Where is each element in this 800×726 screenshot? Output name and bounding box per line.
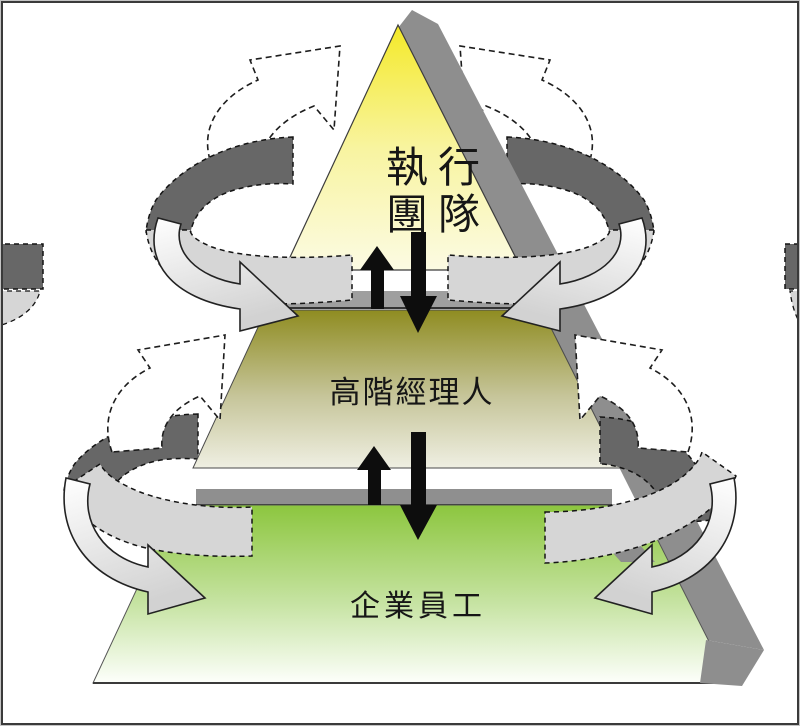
tier-bottom-shadow-bar — [196, 489, 612, 506]
tier-top-label: 執行 團隊 — [323, 144, 543, 238]
tier-top-shape — [283, 23, 523, 271]
pyramid-shadow-tip — [700, 640, 764, 686]
exchange-arrows-upper — [360, 232, 437, 333]
tier-top-label-line2: 團隊 — [385, 190, 490, 239]
ribbon-light-lower-right — [544, 450, 737, 564]
ribbon-light-left-edge — [0, 290, 41, 327]
tier-bottom-label: 企業員工 — [350, 589, 486, 624]
down-arrow-icon — [400, 232, 437, 333]
down-arrow-icon — [400, 432, 437, 540]
ribbon-light-right-edge — [789, 290, 800, 325]
tier-top-label-line1: 執行 — [385, 143, 490, 192]
ribbon-end-right-edge — [784, 243, 800, 290]
ribbon-end-left-edge — [0, 243, 44, 290]
tier-middle-label: 高階經理人 — [329, 375, 495, 411]
exchange-arrows-lower — [357, 432, 437, 540]
ribbon-light-lower-left — [63, 462, 253, 558]
up-arrow-icon — [357, 446, 391, 505]
front-ribbons — [63, 217, 737, 615]
up-arrow-icon — [360, 246, 394, 309]
